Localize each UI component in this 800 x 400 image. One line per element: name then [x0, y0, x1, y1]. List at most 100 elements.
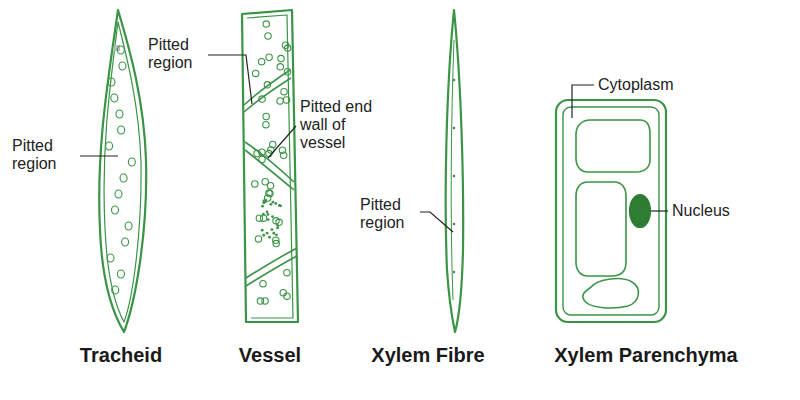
pit	[254, 150, 260, 156]
pit-dot	[261, 205, 264, 208]
vessel-element	[242, 10, 298, 322]
pit-dot	[271, 215, 274, 218]
pit	[259, 96, 265, 102]
cell-name: Tracheid	[80, 344, 162, 367]
vacuole	[576, 120, 650, 172]
pit-dot	[269, 203, 272, 206]
pit	[115, 190, 122, 198]
pit	[278, 55, 284, 61]
pit	[128, 158, 135, 166]
pit-dot	[278, 204, 281, 207]
pit	[111, 94, 118, 102]
pit	[117, 270, 124, 278]
pit-dot	[261, 229, 264, 232]
pit-dot	[276, 224, 279, 227]
leader-line	[572, 85, 594, 118]
pit	[277, 98, 283, 104]
pit	[277, 64, 283, 70]
pit-dot	[266, 232, 269, 235]
pit	[260, 281, 266, 287]
pit	[106, 142, 113, 150]
part-label: Pitted region	[148, 36, 208, 72]
pit	[107, 254, 114, 262]
pit-dot	[453, 223, 456, 226]
cell-name: Vessel	[239, 344, 301, 367]
pit-dot	[453, 271, 456, 274]
pit	[117, 46, 124, 54]
part-label: Pitted region	[12, 137, 78, 173]
pit	[264, 82, 270, 88]
pit	[263, 113, 269, 119]
pit	[284, 269, 290, 275]
pit-dot	[453, 79, 456, 82]
pit	[265, 33, 271, 39]
pit-dot	[268, 236, 271, 239]
vacuole	[576, 182, 626, 276]
vacuole	[583, 279, 639, 308]
pit	[118, 126, 125, 134]
leader-line	[80, 155, 118, 156]
vessel-end-wall	[246, 248, 297, 286]
pit-dot	[262, 213, 265, 216]
pit-dot	[453, 175, 456, 178]
part-label: Nucleus	[672, 202, 762, 220]
pit	[125, 222, 132, 230]
pit	[283, 97, 289, 103]
tracheid-inner-wall	[104, 22, 141, 322]
pit-dot	[264, 199, 267, 202]
pit	[262, 298, 268, 304]
parenchyma-cell-wall	[556, 100, 666, 322]
pit-dot	[266, 210, 269, 213]
pit	[263, 121, 269, 127]
pit-dot	[262, 201, 265, 204]
part-label: Pitted region	[360, 196, 420, 232]
leader-line	[651, 210, 668, 211]
pit	[266, 190, 272, 196]
pit	[284, 45, 290, 51]
pit-dot	[271, 228, 274, 231]
pit-dot	[267, 218, 270, 221]
pit	[119, 62, 126, 70]
pit	[280, 289, 286, 295]
pit	[116, 110, 123, 118]
vessel-end-wall	[245, 142, 294, 190]
pit	[273, 237, 279, 243]
pit-dot	[275, 233, 278, 236]
tracheid-cell	[99, 10, 146, 332]
pit	[259, 156, 265, 162]
pit-dot	[274, 202, 277, 205]
pit	[120, 174, 127, 182]
leader-line	[208, 55, 252, 104]
pit	[281, 88, 287, 94]
pit	[266, 54, 272, 60]
pit	[263, 21, 269, 27]
pit	[267, 190, 273, 196]
cell-name: Xylem Parenchyma	[554, 344, 737, 367]
pit	[255, 236, 261, 242]
pit	[112, 286, 119, 294]
pit	[280, 152, 286, 158]
leader-line	[268, 126, 296, 158]
pit	[122, 238, 129, 246]
pit	[112, 206, 119, 214]
pit	[276, 219, 282, 225]
pit-dot	[262, 234, 265, 237]
pit-dot	[271, 201, 274, 204]
leader-line	[420, 212, 453, 232]
pit	[253, 70, 259, 76]
pit	[252, 181, 258, 187]
pit	[260, 215, 266, 221]
pit-dot	[453, 127, 456, 130]
nucleus	[630, 195, 650, 227]
part-label: Pitted end wall of vessel	[300, 98, 380, 152]
pit-dot	[266, 213, 269, 216]
pit	[284, 293, 290, 299]
cell-name: Xylem Fibre	[371, 344, 484, 367]
part-label: Cytoplasm	[598, 76, 708, 94]
vessel-end-wall	[244, 70, 291, 112]
pit-dot	[272, 232, 275, 235]
pit	[258, 59, 264, 65]
pit	[108, 78, 115, 86]
xylem-fibre-cell	[446, 10, 464, 332]
